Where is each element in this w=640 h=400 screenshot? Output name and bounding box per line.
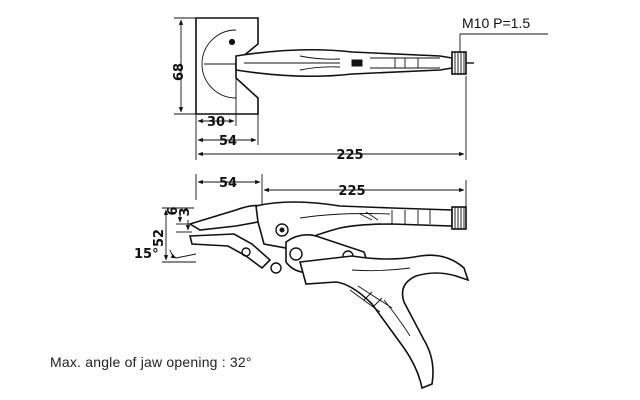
thread-spec-label: M10 P=1.5 [462, 15, 530, 31]
jaw-opening-caption: Max. angle of jaw opening : 32° [50, 354, 252, 370]
dim-54-top-label: 54 [219, 134, 237, 149]
dim-225-side-label: 225 [338, 184, 365, 199]
side-view: 54 225 [134, 174, 470, 390]
lower-handle [298, 254, 470, 390]
dim-54-side-label: 54 [219, 176, 237, 191]
angle-15-label: 15° [134, 247, 159, 262]
upper-jaw [188, 204, 263, 231]
dim-225-top-label: 225 [336, 148, 363, 163]
dim-68-label: 68 [172, 63, 187, 81]
top-view: M10 P=1.5 68 30 54 225 [172, 15, 548, 163]
clamp-pad-disc [201, 29, 237, 99]
lower-jaw [188, 233, 272, 270]
dim-6-label: 6 [166, 206, 181, 215]
dim-52-label: 52 [152, 229, 167, 247]
dim-30-label: 30 [207, 115, 225, 130]
dim-3-label: 3 [178, 207, 193, 216]
adjusting-screw-side [451, 206, 467, 230]
